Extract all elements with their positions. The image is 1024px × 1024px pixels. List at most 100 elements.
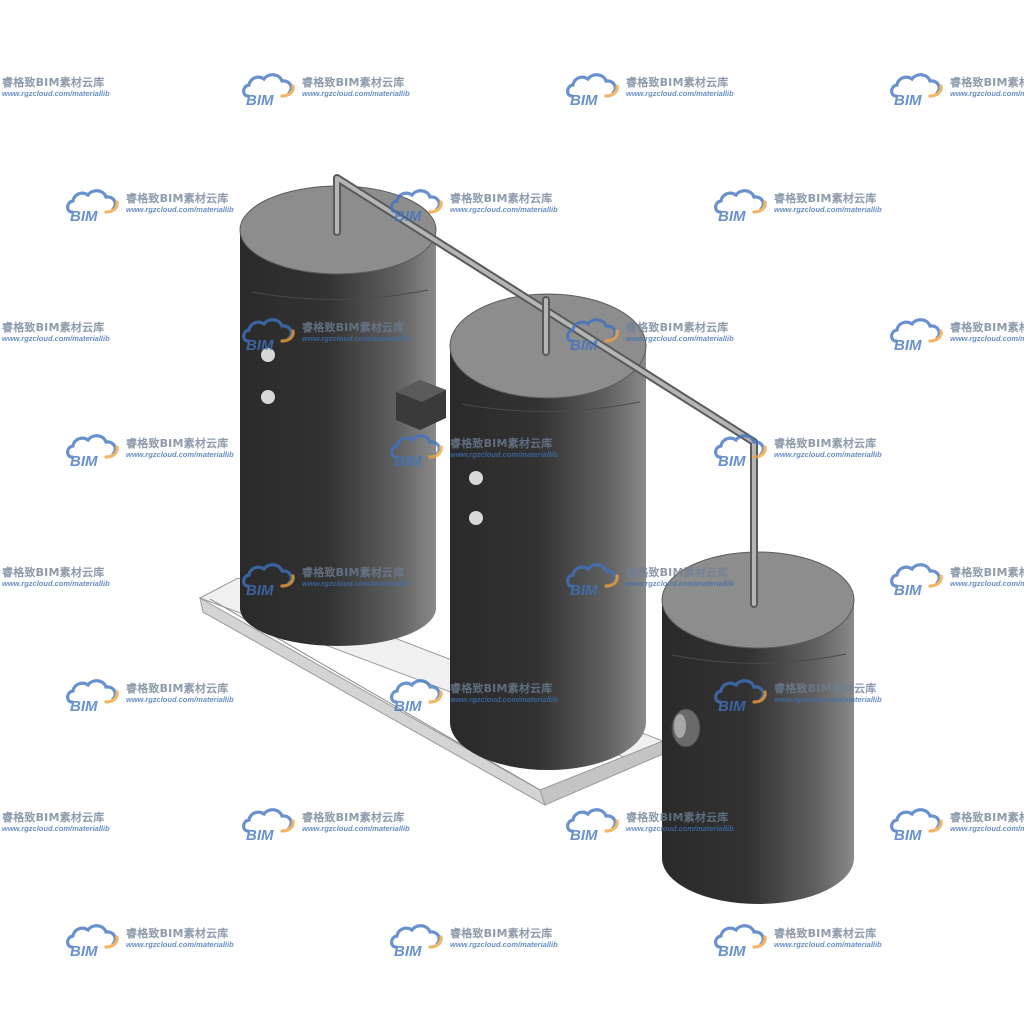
watermark-title: 睿格致BIM素材云库 xyxy=(450,437,553,450)
logo-text: BIM xyxy=(394,698,422,715)
logo-text: BIM xyxy=(70,208,98,225)
watermark-title: 睿格致BIM素材云库 xyxy=(2,321,105,334)
watermark: BIM 睿格致BIM素材云库 www.rgzcloud.com/material… xyxy=(710,676,910,716)
nozzle-port xyxy=(469,471,483,485)
watermark-title: 睿格致BIM素材云库 xyxy=(774,682,877,695)
bim-cloud-logo-icon: BIM xyxy=(66,924,119,960)
watermark: BIM 睿格致BIM素材云库 www.rgzcloud.com/material… xyxy=(0,315,138,355)
watermark: BIM 睿格致BIM素材云库 www.rgzcloud.com/material… xyxy=(0,70,138,110)
watermark-url: www.rgzcloud.com/materiallib xyxy=(302,824,410,833)
watermark-title: 睿格致BIM素材云库 xyxy=(302,76,405,89)
watermark-url: www.rgzcloud.com/materiallib xyxy=(450,450,558,459)
logo-text: BIM xyxy=(394,943,422,960)
watermark-url: www.rgzcloud.com/materiallib xyxy=(2,579,110,588)
bim-cloud-logo-icon: BIM xyxy=(390,434,443,470)
logo-text: BIM xyxy=(570,337,598,354)
bim-cloud-logo-icon: BIM xyxy=(566,73,619,109)
watermark: BIM 睿格致BIM素材云库 www.rgzcloud.com/material… xyxy=(562,70,762,110)
bim-cloud-logo-icon: BIM xyxy=(890,808,943,844)
logo-text: BIM xyxy=(70,698,98,715)
watermark-url: www.rgzcloud.com/materiallib xyxy=(950,89,1024,98)
watermark-url: www.rgzcloud.com/materiallib xyxy=(950,579,1024,588)
watermark-title: 睿格致BIM素材云库 xyxy=(950,76,1024,89)
nozzle-port xyxy=(261,348,275,362)
logo-text: BIM xyxy=(394,453,422,470)
watermark-title: 睿格致BIM素材云库 xyxy=(2,566,105,579)
nozzle-port xyxy=(469,511,483,525)
watermark-title: 睿格致BIM素材云库 xyxy=(2,76,105,89)
watermark-url: www.rgzcloud.com/materiallib xyxy=(626,89,734,98)
watermark-url: www.rgzcloud.com/materiallib xyxy=(774,940,882,949)
watermark-url: www.rgzcloud.com/materiallib xyxy=(126,205,234,214)
bim-cloud-logo-icon: BIM xyxy=(714,434,767,470)
logo-text: BIM xyxy=(718,943,746,960)
watermark-title: 睿格致BIM素材云库 xyxy=(450,682,553,695)
logo-text: BIM xyxy=(246,827,274,844)
watermark-url: www.rgzcloud.com/materiallib xyxy=(774,695,882,704)
bim-cloud-logo-icon: BIM xyxy=(66,679,119,715)
watermark: BIM 睿格致BIM素材云库 www.rgzcloud.com/material… xyxy=(710,186,910,226)
watermark-url: www.rgzcloud.com/materiallib xyxy=(774,450,882,459)
logo-text: BIM xyxy=(718,453,746,470)
watermark: BIM 睿格致BIM素材云库 www.rgzcloud.com/material… xyxy=(238,560,438,600)
logo-text: BIM xyxy=(394,208,422,225)
logo-text: BIM xyxy=(570,582,598,599)
bim-cloud-logo-icon: BIM xyxy=(566,808,619,844)
watermark-title: 睿格致BIM素材云库 xyxy=(302,811,405,824)
bim-cloud-logo-icon: BIM xyxy=(714,924,767,960)
watermark-url: www.rgzcloud.com/materiallib xyxy=(2,89,110,98)
watermark-url: www.rgzcloud.com/materiallib xyxy=(774,205,882,214)
watermark: BIM 睿格致BIM素材云库 www.rgzcloud.com/material… xyxy=(562,805,762,845)
logo-text: BIM xyxy=(246,337,274,354)
watermark: BIM 睿格致BIM素材云库 www.rgzcloud.com/material… xyxy=(386,431,586,471)
watermark-title: 睿格致BIM素材云库 xyxy=(626,811,729,824)
logo-text: BIM xyxy=(894,582,922,599)
watermark-title: 睿格致BIM素材云库 xyxy=(2,811,105,824)
nozzle-port xyxy=(261,390,275,404)
watermark: BIM 睿格致BIM素材云库 www.rgzcloud.com/material… xyxy=(562,315,762,355)
bim-cloud-logo-icon: BIM xyxy=(714,189,767,225)
watermark-url: www.rgzcloud.com/materiallib xyxy=(626,824,734,833)
watermark: BIM 睿格致BIM素材云库 www.rgzcloud.com/material… xyxy=(386,921,586,961)
watermark-title: 睿格致BIM素材云库 xyxy=(626,566,729,579)
watermark: BIM 睿格致BIM素材云库 www.rgzcloud.com/material… xyxy=(710,921,910,961)
watermark-url: www.rgzcloud.com/materiallib xyxy=(302,89,410,98)
watermark-title: 睿格致BIM素材云库 xyxy=(950,321,1024,334)
watermark: BIM 睿格致BIM素材云库 www.rgzcloud.com/material… xyxy=(886,805,1024,845)
bim-cloud-logo-icon: BIM xyxy=(390,924,443,960)
bim-cloud-logo-icon: BIM xyxy=(890,563,943,599)
bim-cloud-logo-icon: BIM xyxy=(242,808,295,844)
watermark: BIM 睿格致BIM素材云库 www.rgzcloud.com/material… xyxy=(62,186,262,226)
watermark: BIM 睿格致BIM素材云库 www.rgzcloud.com/material… xyxy=(886,70,1024,110)
watermark-title: 睿格致BIM素材云库 xyxy=(450,192,553,205)
watermark-title: 睿格致BIM素材云库 xyxy=(950,566,1024,579)
watermark: BIM 睿格致BIM素材云库 www.rgzcloud.com/material… xyxy=(62,676,262,716)
watermark-url: www.rgzcloud.com/materiallib xyxy=(450,205,558,214)
logo-text: BIM xyxy=(70,943,98,960)
bim-cloud-logo-icon: BIM xyxy=(390,189,443,225)
watermark-title: 睿格致BIM素材云库 xyxy=(126,682,229,695)
watermark-title: 睿格致BIM素材云库 xyxy=(774,927,877,940)
logo-text: BIM xyxy=(246,92,274,109)
logo-text: BIM xyxy=(894,92,922,109)
watermark: BIM 睿格致BIM素材云库 www.rgzcloud.com/material… xyxy=(886,315,1024,355)
watermark-title: 睿格致BIM素材云库 xyxy=(774,437,877,450)
watermark-url: www.rgzcloud.com/materiallib xyxy=(626,579,734,588)
watermark-url: www.rgzcloud.com/materiallib xyxy=(2,824,110,833)
bim-cloud-logo-icon: BIM xyxy=(242,563,295,599)
connector-box xyxy=(396,380,446,430)
watermark: BIM 睿格致BIM素材云库 www.rgzcloud.com/material… xyxy=(386,676,586,716)
logo-text: BIM xyxy=(894,827,922,844)
tank-3 xyxy=(661,551,855,904)
logo-text: BIM xyxy=(570,827,598,844)
logo-text: BIM xyxy=(718,698,746,715)
watermark-url: www.rgzcloud.com/materiallib xyxy=(450,940,558,949)
bim-cloud-logo-icon: BIM xyxy=(890,73,943,109)
watermark-title: 睿格致BIM素材云库 xyxy=(774,192,877,205)
watermark: BIM 睿格致BIM素材云库 www.rgzcloud.com/material… xyxy=(62,431,262,471)
watermark-title: 睿格致BIM素材云库 xyxy=(126,437,229,450)
watermark-title: 睿格致BIM素材云库 xyxy=(126,927,229,940)
bim-cloud-logo-icon: BIM xyxy=(66,434,119,470)
watermark: BIM 睿格致BIM素材云库 www.rgzcloud.com/material… xyxy=(0,805,138,845)
